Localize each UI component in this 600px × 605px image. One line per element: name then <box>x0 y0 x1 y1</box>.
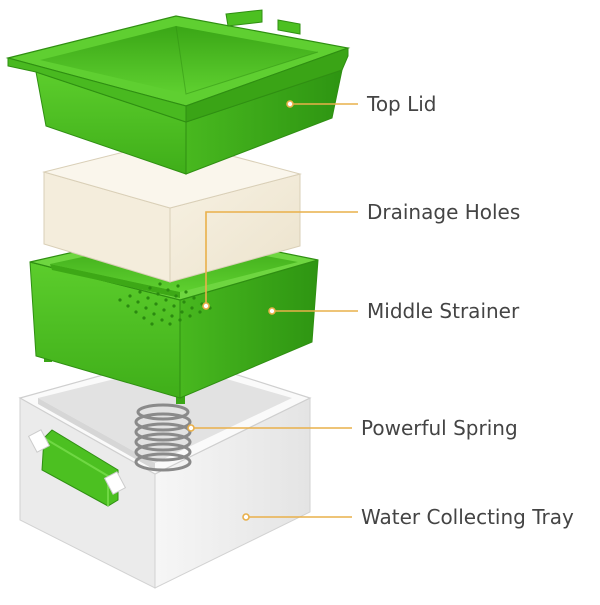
label-drainage-holes: Drainage Holes <box>367 200 521 224</box>
leader-dot-drainage-holes <box>202 302 210 310</box>
label-water-collecting-tray: Water Collecting Tray <box>361 505 574 529</box>
label-middle-strainer: Middle Strainer <box>367 299 520 323</box>
lid-interior <box>40 26 318 94</box>
lid-tab <box>277 19 301 35</box>
powerful-spring <box>134 403 192 472</box>
leader-dot-powerful-spring <box>187 424 195 432</box>
leader-lines <box>187 100 358 521</box>
label-top-lid: Top Lid <box>367 92 437 116</box>
leader-dot-middle-strainer <box>268 307 276 315</box>
lid-tab <box>225 9 263 27</box>
tofu-block <box>42 139 302 283</box>
tray-handle-clip-right <box>103 471 127 495</box>
top-lid <box>5 9 351 175</box>
leader-dot-top-lid <box>286 100 294 108</box>
leader-line-drainage-holes <box>205 211 358 304</box>
tray-handle-clip-left <box>27 429 51 453</box>
label-powerful-spring: Powerful Spring <box>361 416 518 440</box>
leader-dot-water-collecting-tray <box>242 513 250 521</box>
